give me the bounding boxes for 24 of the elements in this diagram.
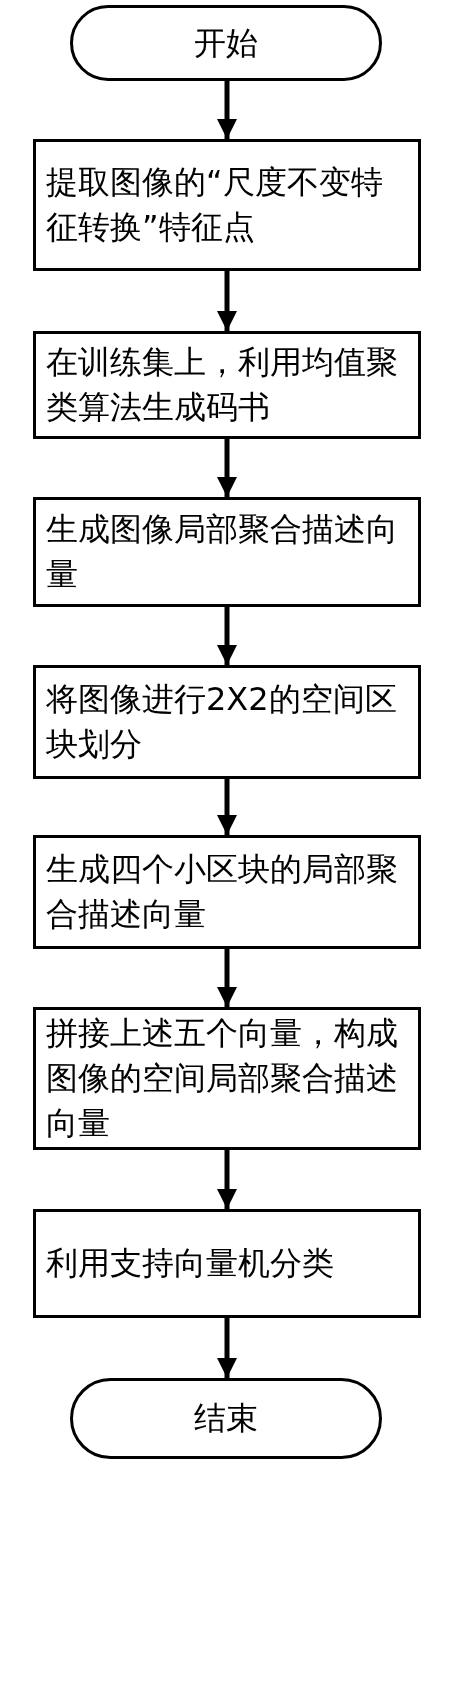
arrow [217, 1150, 237, 1209]
arrow [217, 439, 237, 497]
step-text: 利用支持向量机分类 [46, 1243, 334, 1285]
step-text: 拼接上述五个向量，构成图像的空间局部聚合描述向量 [46, 1013, 399, 1144]
arrow [217, 1318, 237, 1378]
step-text: 提取图像的“尺度不变特征转换”特征点 [46, 162, 384, 248]
arrow [217, 607, 237, 665]
arrow [217, 949, 237, 1007]
process-box [33, 1209, 421, 1318]
step-text: 在训练集上，利用均值聚类算法生成码书 [46, 342, 399, 428]
process-box [33, 665, 421, 779]
process-box [33, 331, 421, 439]
arrow [217, 81, 237, 139]
step-text: 生成四个小区块的局部聚合描述向量 [46, 849, 399, 935]
step-text: 开始 [194, 22, 258, 64]
step-text: 生成图像局部聚合描述向量 [46, 509, 399, 595]
process-box [33, 835, 421, 949]
process-box [33, 139, 421, 271]
process-box [33, 1007, 421, 1150]
step-text: 结束 [194, 1398, 258, 1440]
arrow [217, 271, 237, 331]
step-text: 将图像进行2X2的空间区块划分 [46, 679, 398, 765]
arrow [217, 779, 237, 835]
process-box [33, 497, 421, 607]
